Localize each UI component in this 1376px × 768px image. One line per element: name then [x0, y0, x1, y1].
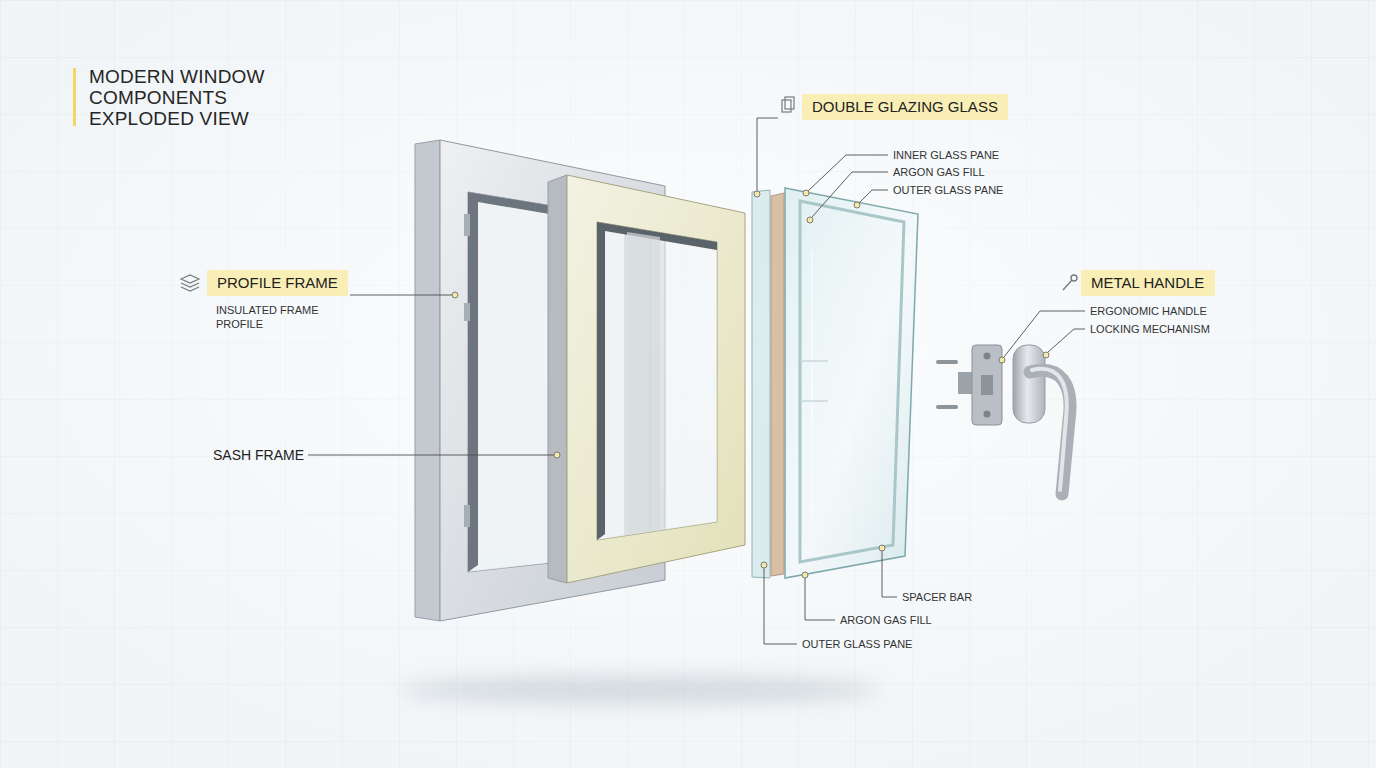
callout-heading: METAL HANDLE: [1091, 270, 1204, 296]
hinge: [464, 505, 470, 527]
icon-layer: [181, 283, 199, 287]
sash-inner-bar: [627, 232, 660, 534]
screw: [938, 405, 956, 409]
leader-dot: [879, 545, 885, 551]
part-label: INNER GLASS PANE: [893, 148, 999, 162]
leader-dot: [802, 572, 808, 578]
part-label: ARGON GAS FILL: [840, 613, 932, 627]
part-label: SASH FRAME: [213, 446, 304, 464]
sash-opening: [597, 222, 717, 540]
leader-line: [812, 172, 888, 217]
part-label: SPACER BAR: [902, 590, 972, 604]
glass-reflection: [800, 360, 828, 362]
glass-icon: [782, 97, 794, 112]
hinge: [464, 303, 470, 321]
leader-dot: [554, 452, 560, 458]
sash-rebate: [597, 222, 717, 540]
glass-reflection: [800, 400, 828, 402]
plate-screw: [984, 353, 991, 360]
lock-cam: [981, 375, 993, 395]
leader-dot: [999, 357, 1005, 363]
leader-line: [350, 295, 452, 296]
leader-dot: [754, 191, 760, 197]
double-glazing-unit: [752, 188, 918, 578]
icon-pane: [782, 100, 791, 112]
leader-line: [308, 455, 554, 456]
callout-tag: DOUBLE GLAZING GLASS: [802, 94, 1008, 120]
part-label: ARGON GAS FILL: [893, 165, 985, 179]
leader-line: [805, 578, 835, 620]
diagram-title: MODERN WINDOW COMPONENTS EXPLODED VIEW: [89, 66, 279, 129]
sash-side: [548, 175, 567, 583]
layers-icon: [181, 275, 199, 291]
leader-line: [882, 551, 897, 597]
icon-pane: [785, 97, 794, 109]
leader-dot: [803, 190, 809, 196]
leader-line: [757, 118, 778, 191]
part-label: OUTER GLASS PANE: [802, 637, 912, 651]
leader-lines: [308, 118, 1085, 644]
icon-shaft: [1063, 280, 1072, 290]
leader-dot: [452, 292, 458, 298]
callout-heading: PROFILE FRAME: [217, 270, 338, 296]
screw: [938, 360, 956, 364]
part-label: INSULATED FRAME PROFILE: [216, 303, 326, 331]
sash-frame: [548, 175, 745, 583]
leader-dot: [761, 562, 767, 568]
leader-dot: [1043, 352, 1049, 358]
handle-rosette: [1013, 345, 1045, 423]
leader-line: [859, 190, 888, 203]
hinge: [464, 214, 470, 236]
glass-reflection: [811, 250, 813, 520]
part-label: ERGONOMIC HANDLE: [1090, 304, 1207, 318]
sash-face: [567, 175, 745, 583]
leader-line: [764, 568, 797, 644]
callout-tag: METAL HANDLE: [1081, 270, 1215, 296]
callout-tag: PROFILE FRAME: [207, 270, 348, 296]
icon-head: [1071, 275, 1077, 281]
leader-dot: [807, 217, 813, 223]
callout-heading: DOUBLE GLAZING GLASS: [812, 94, 998, 120]
handle-highlight: [1032, 369, 1067, 490]
part-label: OUTER GLASS PANE: [893, 183, 1003, 197]
frame-side: [415, 140, 440, 621]
floor-shadow: [400, 676, 880, 704]
outer-glass-pane: [752, 190, 770, 578]
icon-layer: [181, 275, 199, 283]
title-accent-bar: [73, 68, 76, 126]
inner-glass-pane: [785, 188, 918, 578]
leader-dots: [452, 190, 1049, 578]
spacer-bar: [771, 193, 784, 576]
pane-seal: [800, 201, 904, 562]
leader-line: [808, 155, 888, 191]
part-label: LOCKING MECHANISM: [1090, 322, 1210, 336]
icon-layer: [181, 287, 199, 291]
leader-line: [1004, 311, 1085, 357]
leader-line: [1048, 329, 1085, 352]
handle-icon: [1063, 275, 1077, 290]
plate-screw: [984, 411, 991, 418]
leader-dot: [854, 202, 860, 208]
locking-plate: [972, 345, 1002, 425]
metal-handle: [938, 345, 1070, 494]
